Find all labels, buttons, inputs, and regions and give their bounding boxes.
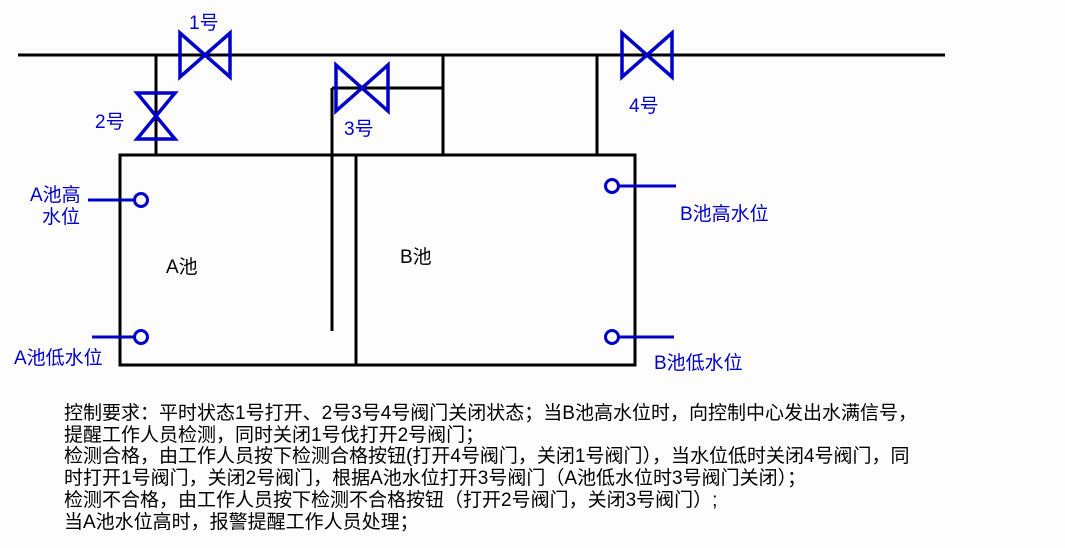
sensor-a-high-label-line2: 水位	[42, 206, 80, 228]
note-line: 提醒工作人员检测，同时关闭1号伐打开2号阀门；	[64, 424, 485, 446]
tank-outline	[118, 153, 637, 367]
valve-3-right-triangle	[359, 61, 390, 115]
tank-a-label: A池	[166, 256, 198, 278]
sensor-b-low-label: B池低水位	[654, 352, 743, 374]
note-line: 检测合格，由工作人员按下检测合格按钮(打开4号阀门，关闭1号阀门），当水位低时关…	[64, 446, 910, 468]
sensor-b-low-icon	[604, 329, 620, 345]
tank-b-label: B池	[400, 246, 432, 268]
note-line: 检测不合格，由工作人员按下检测不合格按钮（打开2号阀门，关闭3号阀门）;	[64, 489, 718, 511]
valve-1-label: 1号	[189, 13, 219, 34]
valve-1-left-triangle	[178, 29, 208, 81]
note-line: 当A池水位高时，报警提醒工作人员处理；	[64, 511, 419, 533]
sensor-a-high-icon	[133, 192, 149, 208]
valve-2-bottom-triangle	[133, 113, 179, 141]
sensor-a-high-label-line1: A池高	[30, 184, 81, 206]
sensor-b-low: B池低水位	[604, 329, 743, 374]
sensor-b-high-label: B池高水位	[680, 203, 769, 225]
sensor-a-low-icon	[133, 329, 149, 345]
valve-3-left-triangle	[334, 61, 365, 115]
sensor-a-high: A池高 水位	[30, 184, 149, 228]
sensor-a-low: A池低水位	[14, 329, 149, 369]
valve-2-top-triangle	[133, 91, 179, 119]
control-requirements-text: 控制要求：平时状态1号打开、2号3号4号阀门关闭状态；当B池高水位时，向控制中心…	[64, 403, 1054, 533]
note-line: 时打开1号阀门，关闭2号阀门，根据A池水位打开3号阀门（A池低水位时3号阀门关闭…	[64, 468, 807, 490]
valve-4-left-triangle	[620, 29, 650, 81]
note-line: 控制要求：平时状态1号打开、2号3号4号阀门关闭状态；当B池高水位时，向控制中心…	[64, 403, 917, 424]
valve-3-label: 3号	[344, 119, 374, 140]
valve-4-label: 4号	[629, 96, 659, 117]
sensor-b-high: B池高水位	[604, 178, 769, 225]
valve-2-label: 2号	[95, 112, 125, 133]
valve-4-icon	[620, 29, 674, 81]
valve-1-right-triangle	[202, 29, 232, 81]
valve-4-right-triangle	[644, 29, 674, 81]
valve-2-icon	[133, 91, 179, 141]
valve-1-icon	[178, 29, 232, 81]
sensor-b-high-icon	[604, 178, 620, 194]
sensor-a-low-label: A池低水位	[14, 347, 103, 369]
valve-3-icon	[334, 61, 390, 115]
